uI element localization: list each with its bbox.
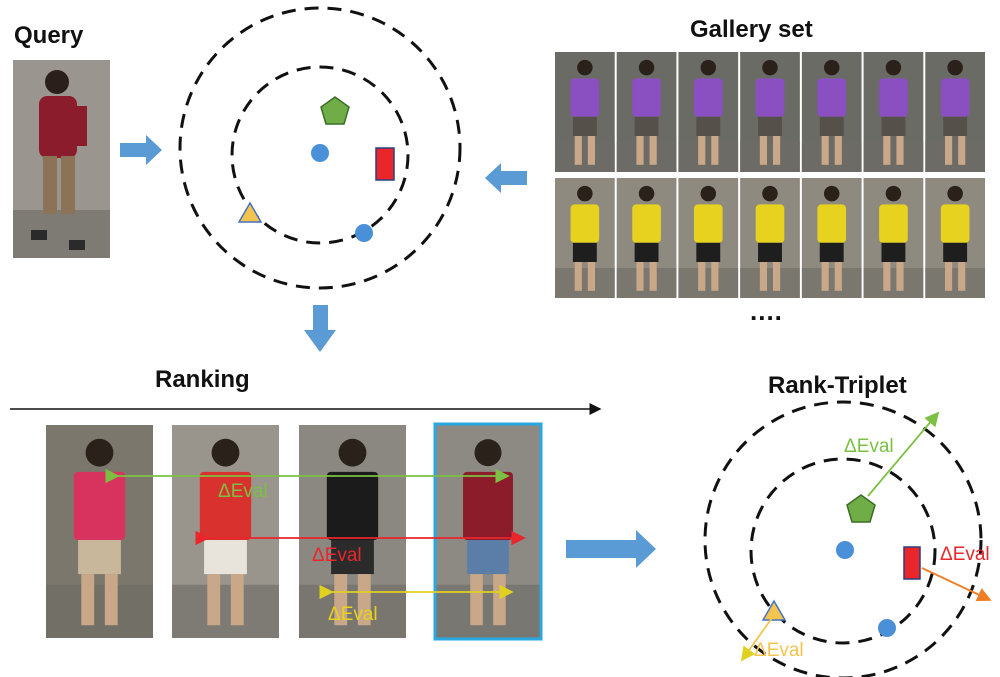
gallery-thumbnail — [863, 52, 924, 172]
triplet-delta-red: ΔEval — [940, 544, 990, 565]
top-inner-circle — [230, 65, 410, 245]
top-triangle — [237, 201, 263, 223]
triplet-pentagon — [846, 494, 876, 523]
arrow-space-to-ranking — [304, 305, 336, 352]
triplet-lower-dot — [878, 619, 896, 637]
ranking-delta-red: ΔEval — [312, 545, 362, 566]
gallery-thumbnail — [801, 52, 862, 172]
triplet-outer-circle — [703, 400, 983, 677]
query-title: Query — [14, 22, 84, 49]
triplet-inner-circle — [749, 457, 937, 645]
arrow-gallery-to-space — [485, 163, 527, 193]
triplet-yellow-arrow — [740, 617, 773, 662]
top-pentagon — [320, 96, 350, 125]
gallery-set-grid — [554, 52, 986, 298]
triplet-green-arrow — [867, 411, 940, 497]
gallery-thumbnail — [555, 178, 615, 298]
query-image — [13, 60, 110, 258]
top-center-dot — [311, 144, 329, 162]
gallery-thumbnail — [863, 178, 924, 298]
ranking-highlight-box — [433, 422, 543, 641]
gallery-thumbnail — [925, 52, 985, 172]
gallery-thumbnail — [801, 178, 862, 298]
gallery-thumbnail — [616, 178, 677, 298]
triplet-center-dot — [836, 541, 854, 559]
triplet-triangle — [761, 599, 787, 621]
ranking-delta-yellow: ΔEval — [328, 604, 378, 625]
gallery-thumbnail — [678, 52, 739, 172]
top-lower-dot — [355, 224, 373, 242]
gallery-thumbnail — [925, 178, 985, 298]
rank-triplet-title: Rank-Triplet — [768, 372, 907, 399]
ranking-image-1 — [46, 425, 153, 638]
gallery-thumbnail — [678, 178, 739, 298]
gallery-thumbnail — [555, 52, 615, 172]
gallery-thumbnail — [740, 52, 800, 172]
ranking-person — [172, 425, 279, 638]
top-outer-circle — [178, 6, 462, 290]
gallery-ellipsis: .... — [750, 296, 783, 326]
gallery-thumbnail — [740, 178, 800, 298]
triplet-delta-yellow: ΔEval — [754, 640, 804, 661]
ranking-person — [46, 425, 153, 638]
ranking-delta-green: ΔEval — [218, 481, 268, 502]
ranking-image-2 — [172, 425, 279, 638]
gallery-title: Gallery set — [690, 16, 813, 43]
top-red-rect — [375, 147, 395, 181]
arrow-query-to-space — [120, 135, 162, 165]
triplet-orange-arrow — [921, 567, 992, 602]
triplet-delta-green: ΔEval — [844, 436, 894, 457]
gallery-thumbnail — [616, 52, 677, 172]
ranking-title: Ranking — [155, 366, 250, 393]
arrow-ranking-to-triplet — [566, 530, 656, 568]
triplet-red-rect — [903, 546, 921, 580]
